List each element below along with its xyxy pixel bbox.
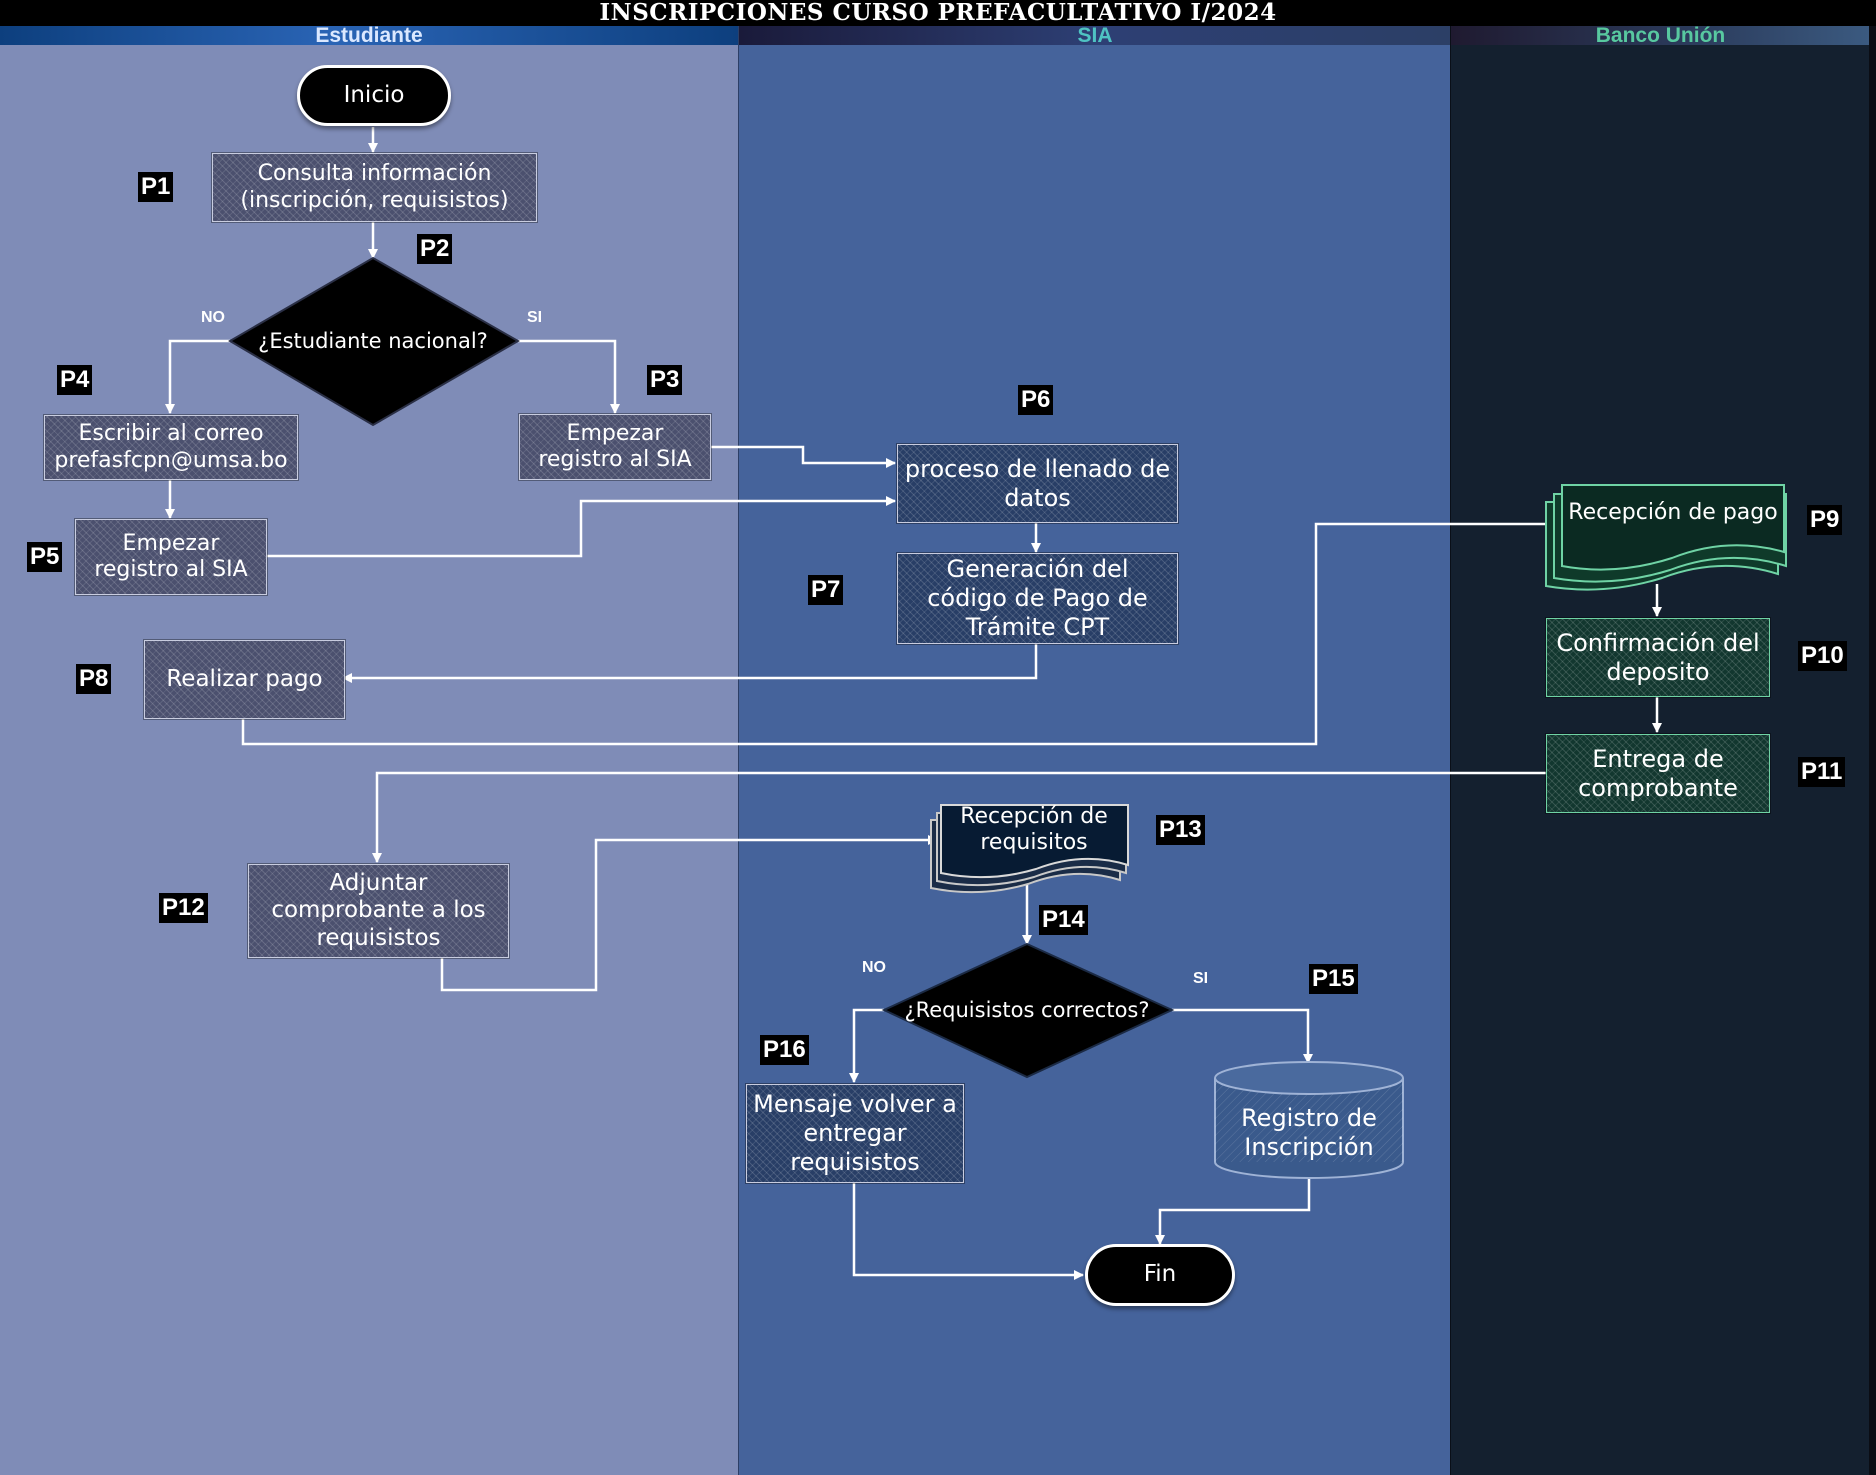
process-p6-llenado-datos: proceso de llenado de datos	[897, 444, 1178, 523]
decision-p14-text: ¿Requisistos correctos?	[904, 998, 1150, 1022]
step-label-p14: P14	[1039, 905, 1088, 935]
process-p11-entrega: Entrega de comprobante	[1546, 734, 1770, 813]
process-p3-empezar-registro: Empezar registro al SIA	[519, 414, 711, 480]
lane-sia: SIA	[738, 25, 1451, 1475]
connectors	[165, 127, 1662, 1280]
start-terminator: Inicio	[297, 65, 451, 126]
decision-p14-shape	[881, 942, 1175, 1079]
step-label-p8: P8	[76, 664, 112, 694]
decision-p14-si-label: SI	[1193, 970, 1209, 987]
process-p1-consulta: Consulta información (inscripción, requi…	[212, 153, 537, 222]
step-label-p7: P7	[808, 575, 844, 605]
decision-p2-shape	[228, 256, 521, 427]
decision-p2-text: ¿Estudiante nacional?	[258, 329, 488, 353]
step-label-p15: P15	[1309, 964, 1358, 994]
connector-p8-p9	[241, 519, 1561, 746]
decision-p14-no-label: NO	[862, 959, 886, 976]
step-label-p16: P16	[760, 1035, 809, 1065]
connector-p15-fin	[1155, 1178, 1311, 1245]
decision-p2-si-label: SI	[527, 309, 543, 326]
database-p15-text: Registro de Inscripción	[1241, 1104, 1377, 1161]
process-p5-empezar-registro: Empezar registro al SIA	[75, 519, 267, 595]
step-label-p12: P12	[159, 893, 208, 923]
lane-header-sia: SIA	[739, 25, 1451, 46]
process-p8-realizar-pago: Realizar pago	[144, 640, 345, 719]
document-stack-p9-shape	[1545, 484, 1787, 591]
step-label-p4: P4	[57, 365, 93, 395]
step-label-p13: P13	[1156, 815, 1205, 845]
connector-p16-fin	[852, 1183, 1084, 1280]
lane-header-estudiante: Estudiante	[0, 25, 738, 46]
step-label-p11: P11	[1798, 757, 1846, 787]
connector-p3-p6	[711, 445, 896, 468]
connector-p14-no-p16	[849, 1008, 884, 1083]
step-label-p10: P10	[1798, 641, 1847, 671]
step-label-p2: P2	[417, 234, 453, 264]
process-p10-confirmacion: Confirmación del deposito	[1546, 618, 1770, 697]
right-frame-edge	[1869, 26, 1876, 1475]
connector-p7-p8	[342, 643, 1038, 683]
connector-p12-p13	[440, 835, 938, 992]
process-p4-correo: Escribir al correo prefasfcpn@umsa.bo	[44, 415, 298, 480]
connector-p14-si-p15	[1172, 1008, 1313, 1064]
process-p7-generacion-cpt: Generación del código de Pago de Trámite…	[897, 553, 1178, 644]
step-label-p3: P3	[647, 365, 683, 395]
end-terminator: Fin	[1085, 1244, 1235, 1306]
connector-p5-p6	[267, 496, 896, 558]
step-label-p1: P1	[138, 172, 174, 202]
connector-p11-p12	[372, 771, 1546, 863]
document-p9-text: Recepción de pago	[1568, 499, 1778, 525]
lane-estudiante: Estudiante	[0, 25, 738, 1475]
document-p13-text: Recepción de requisitos	[960, 803, 1108, 855]
process-p12-adjuntar: Adjuntar comprobante a los requisistos	[248, 864, 509, 958]
database-p15-shape	[1214, 1061, 1404, 1179]
process-p16-mensaje: Mensaje volver a entregar requisistos	[746, 1084, 964, 1183]
document-stack-p13-shape	[930, 804, 1129, 894]
connector-p2-si-p3	[518, 339, 620, 414]
step-label-p6: P6	[1018, 385, 1054, 415]
step-label-p9: P9	[1807, 505, 1843, 535]
connector-p2-no-p4	[165, 339, 230, 414]
step-label-p5: P5	[27, 542, 63, 572]
lane-header-banco-union: Banco Unión	[1451, 25, 1870, 46]
decision-p2-no-label: NO	[201, 309, 225, 326]
